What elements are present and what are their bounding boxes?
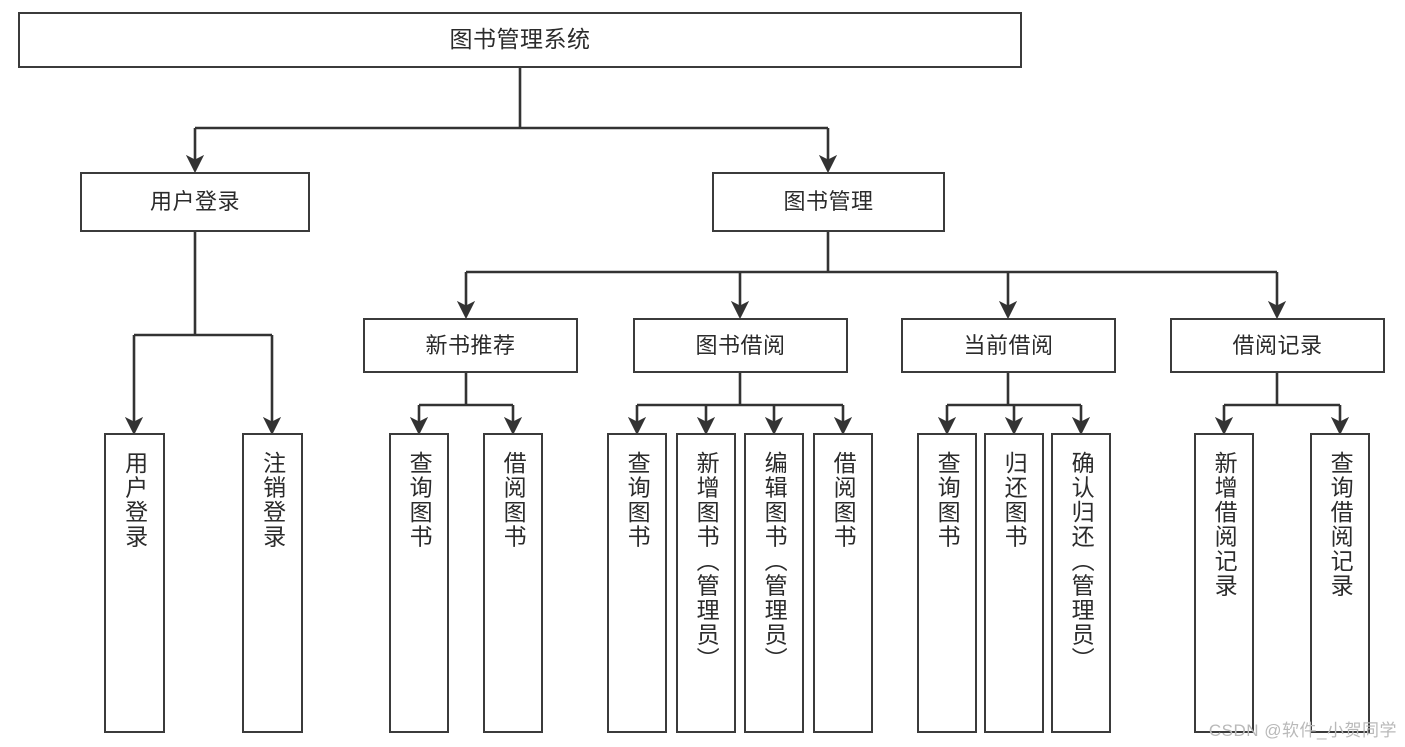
node-borrow-record[interactable]: 借阅记录 xyxy=(1170,318,1385,373)
node-leaf-logout[interactable]: 注销登录 xyxy=(242,433,303,733)
node-book-manage[interactable]: 图书管理 xyxy=(712,172,945,232)
node-leaf-query-book-b-label: 查询图书 xyxy=(624,451,651,549)
watermark: CSDN @软件_小贺同学 xyxy=(1208,721,1397,740)
node-root[interactable]: 图书管理系统 xyxy=(18,12,1022,68)
node-leaf-query-book-c[interactable]: 查询图书 xyxy=(917,433,977,733)
node-leaf-borrow-book-b-label: 借阅图书 xyxy=(830,451,857,549)
node-leaf-borrow-book-b[interactable]: 借阅图书 xyxy=(813,433,873,733)
node-borrow-record-label: 借阅记录 xyxy=(1232,332,1323,358)
node-leaf-user-login[interactable]: 用户登录 xyxy=(104,433,165,733)
node-leaf-query-record-label: 查询借阅记录 xyxy=(1327,451,1354,598)
node-new-book-recommend-label: 新书推荐 xyxy=(425,332,516,358)
node-leaf-return-book[interactable]: 归还图书 xyxy=(984,433,1044,733)
node-leaf-query-book-c-label: 查询图书 xyxy=(934,451,961,549)
node-leaf-add-book-label: 新增图书（管理员） xyxy=(693,451,720,672)
node-new-book-recommend[interactable]: 新书推荐 xyxy=(363,318,578,373)
node-leaf-query-book-a-label: 查询图书 xyxy=(406,451,433,549)
node-book-manage-label: 图书管理 xyxy=(783,189,874,215)
node-leaf-add-book[interactable]: 新增图书（管理员） xyxy=(676,433,736,733)
node-leaf-logout-label: 注销登录 xyxy=(259,451,286,549)
node-leaf-query-record[interactable]: 查询借阅记录 xyxy=(1310,433,1370,733)
node-leaf-add-record[interactable]: 新增借阅记录 xyxy=(1194,433,1254,733)
node-book-borrow-label: 图书借阅 xyxy=(695,332,786,358)
node-root-label: 图书管理系统 xyxy=(449,26,591,53)
node-leaf-confirm-return[interactable]: 确认归还（管理员） xyxy=(1051,433,1111,733)
node-leaf-borrow-book-a-label: 借阅图书 xyxy=(500,451,527,549)
node-user-login-label: 用户登录 xyxy=(149,189,240,215)
node-book-borrow[interactable]: 图书借阅 xyxy=(633,318,848,373)
node-leaf-edit-book-label: 编辑图书（管理员） xyxy=(761,451,788,672)
node-current-borrow[interactable]: 当前借阅 xyxy=(901,318,1116,373)
node-current-borrow-label: 当前借阅 xyxy=(963,332,1054,358)
node-leaf-edit-book[interactable]: 编辑图书（管理员） xyxy=(744,433,804,733)
node-leaf-query-book-a[interactable]: 查询图书 xyxy=(389,433,449,733)
node-leaf-user-login-label: 用户登录 xyxy=(121,451,148,549)
node-leaf-borrow-book-a[interactable]: 借阅图书 xyxy=(483,433,543,733)
node-leaf-add-record-label: 新增借阅记录 xyxy=(1211,451,1238,598)
node-leaf-query-book-b[interactable]: 查询图书 xyxy=(607,433,667,733)
node-leaf-return-book-label: 归还图书 xyxy=(1001,451,1028,549)
node-user-login[interactable]: 用户登录 xyxy=(80,172,310,232)
node-leaf-confirm-return-label: 确认归还（管理员） xyxy=(1068,451,1095,672)
